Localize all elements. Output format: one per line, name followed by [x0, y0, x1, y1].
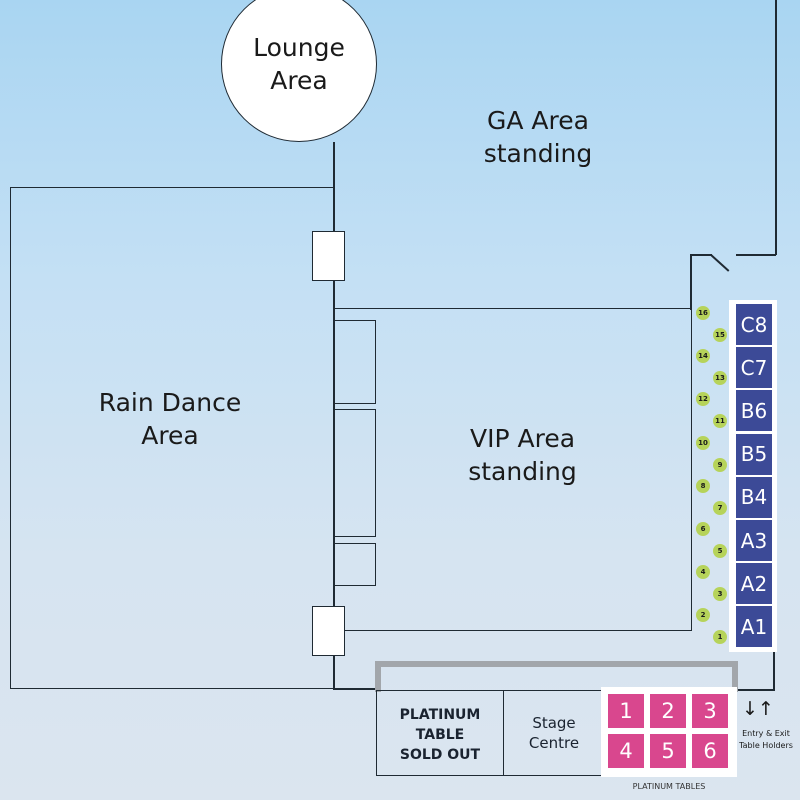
vip-table-C8[interactable]: C8 [736, 304, 772, 345]
outer-wall [775, 0, 777, 255]
rain-dance-label: Rain Dance Area [98, 388, 242, 450]
stage-centre-label: Stage Centre [528, 714, 580, 752]
platinum-table-1[interactable]: 1 [608, 694, 644, 728]
rain-dance-area[interactable] [10, 187, 335, 689]
vip-table-B6[interactable]: B6 [736, 390, 772, 432]
vip-wall [690, 254, 692, 310]
platinum-table-5[interactable]: 5 [650, 734, 686, 768]
spot-10[interactable]: 10 [696, 435, 710, 450]
spot-15[interactable]: 15 [713, 328, 727, 342]
platinum-table-4[interactable]: 4 [608, 734, 644, 768]
spot-16[interactable]: 16 [696, 306, 710, 320]
spot-9[interactable]: 9 [713, 457, 727, 472]
platinum-table-3[interactable]: 3 [692, 694, 728, 728]
vip-booth [333, 409, 376, 537]
outer-wall [773, 640, 775, 690]
vip-wall [736, 254, 776, 256]
sold-out-label: PLATINUM TABLE SOLD OUT [399, 707, 481, 763]
spot-2[interactable]: 2 [696, 608, 710, 623]
lounge-label: Lounge Area [253, 33, 345, 95]
doorway [312, 231, 345, 281]
door-swing [710, 254, 730, 272]
platinum-table-6[interactable]: 6 [692, 734, 728, 768]
vip-table-A2[interactable]: A2 [736, 563, 772, 605]
outer-wall [333, 688, 378, 690]
doorway [312, 606, 345, 656]
vip-table-A1[interactable]: A1 [736, 606, 772, 648]
platinum-table-2[interactable]: 2 [650, 694, 686, 728]
vip-booth [333, 320, 376, 404]
vip-table-C7[interactable]: C7 [736, 347, 772, 389]
spot-6[interactable]: 6 [696, 522, 710, 536]
platinum-tables-label: PLATINUM TABLES [632, 782, 706, 791]
spot-5[interactable]: 5 [713, 544, 727, 558]
spot-7[interactable]: 7 [713, 500, 727, 515]
vip-wall [690, 254, 712, 256]
spot-14[interactable]: 14 [696, 349, 710, 364]
vip-booth [333, 543, 376, 586]
spot-4[interactable]: 4 [696, 565, 710, 580]
vip-table-B5[interactable]: B5 [736, 433, 772, 475]
entry-exit-arrows-icon: ↓↑ [742, 698, 774, 720]
stage[interactable] [375, 661, 738, 692]
spot-13[interactable]: 13 [713, 371, 727, 386]
outer-wall [735, 689, 775, 691]
vip-table-B4[interactable]: B4 [736, 476, 772, 518]
ga-area-label: GA Area standing [483, 106, 593, 168]
vip-area-label: VIP Area standing [468, 424, 577, 486]
spot-8[interactable]: 8 [696, 478, 710, 493]
lounge-area[interactable] [221, 0, 377, 142]
spot-12[interactable]: 12 [696, 392, 710, 407]
spot-3[interactable]: 3 [713, 587, 727, 602]
vip-table-A3[interactable]: A3 [736, 520, 772, 561]
spot-11[interactable]: 11 [713, 414, 727, 429]
spot-1[interactable]: 1 [713, 630, 727, 645]
entry-exit-label: Entry & Exit Table Holders [739, 729, 793, 750]
